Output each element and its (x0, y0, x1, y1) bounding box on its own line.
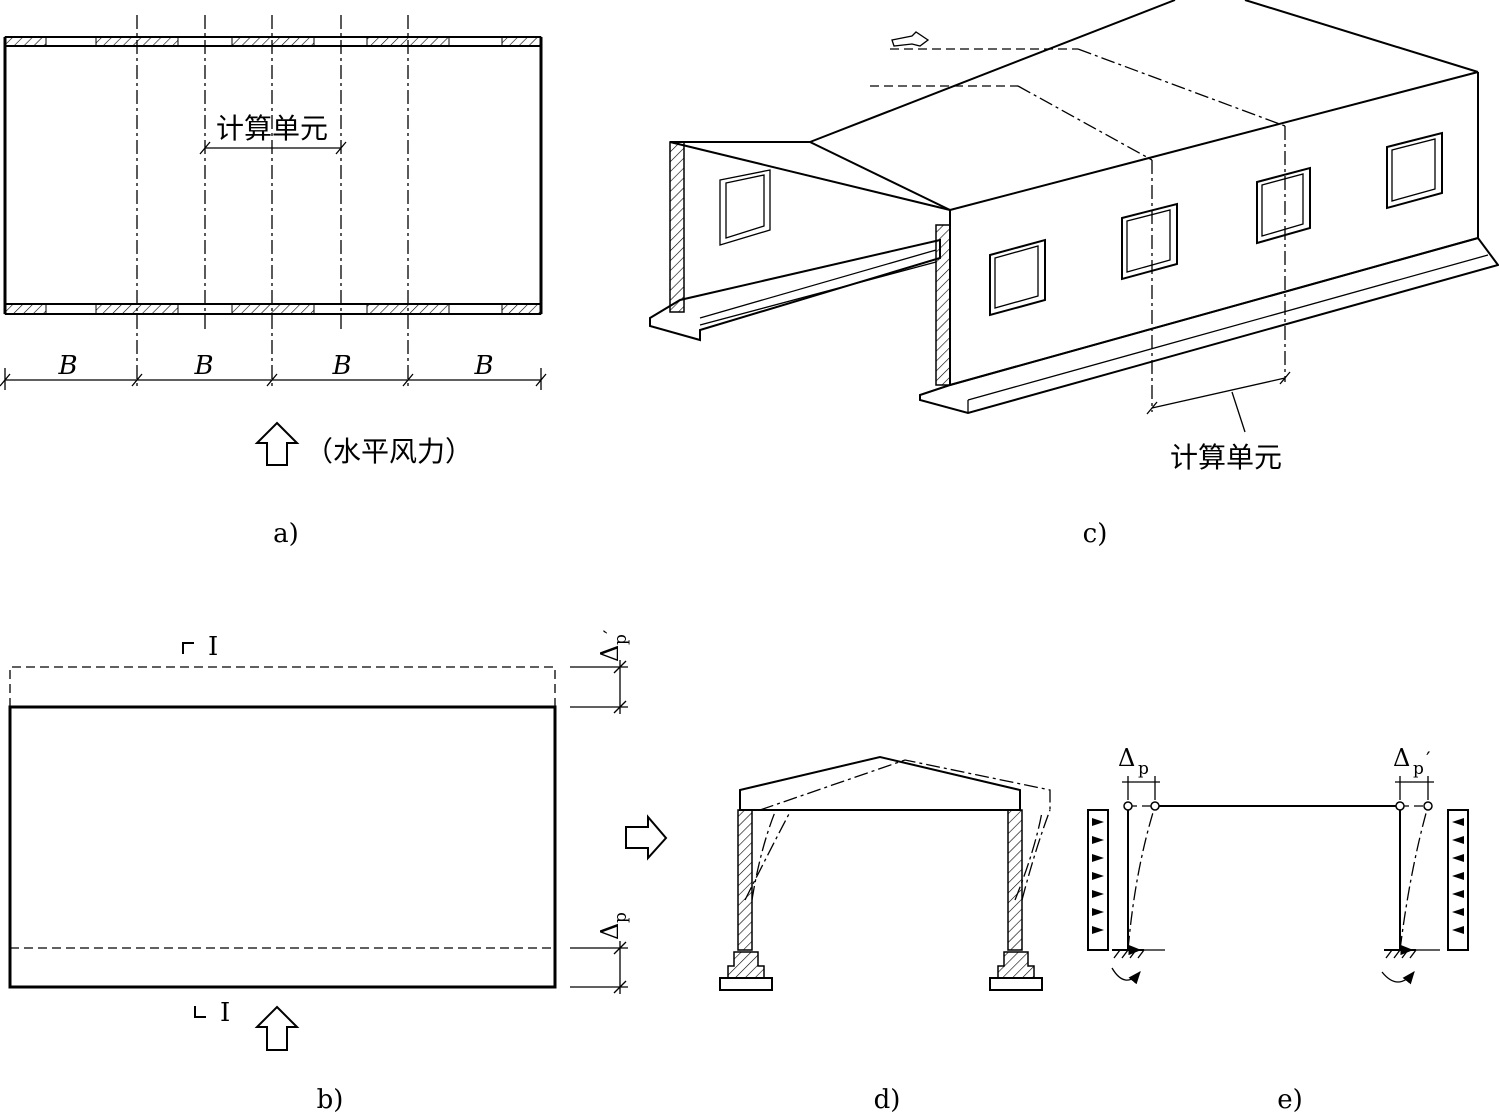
hinge-icon (1123, 801, 1133, 811)
section-mark-bottom (194, 1006, 206, 1018)
bay-label-4: B (473, 351, 493, 381)
fixed-support-left (1111, 944, 1165, 985)
caption-d: d) (874, 1085, 901, 1115)
hinge-icon (1150, 801, 1160, 811)
calc-unit-lines (1146, 126, 1291, 433)
panel-b: I I Δ p ′ Δ p b) (8, 629, 631, 1115)
panel-c: 计算单元 c) (649, 0, 1499, 549)
delta-bottom-label: Δ p (596, 912, 631, 940)
wind-label: （水平风力） (305, 435, 473, 468)
caption-c: c) (1083, 519, 1108, 549)
delta-dimensions (570, 660, 628, 994)
wind-direction-icon (891, 31, 930, 47)
bay-label-1: B (57, 351, 77, 381)
unit-label: 计算单元 (216, 112, 328, 145)
calc-unit-label: 计算单元 (1170, 441, 1282, 474)
panel-e: Δ p Δ p ′ (1087, 744, 1469, 1115)
wind-load-right (1447, 809, 1469, 951)
wind-load-left (1087, 809, 1109, 951)
long-wall (919, 72, 1499, 415)
right-column (1007, 809, 1023, 951)
left-column (737, 809, 753, 951)
svg-text:Δ: Δ (596, 923, 624, 940)
top-wall (4, 36, 542, 47)
delta-top-label: Δ p ′ (596, 629, 631, 662)
delta-left-label: Δ p (1118, 744, 1149, 779)
section-label-bottom: I (220, 998, 230, 1028)
svg-text:Δ: Δ (1118, 744, 1135, 772)
wind-arrow-icon (254, 421, 300, 466)
bay-dimension (0, 368, 547, 390)
hinge-icon (1423, 801, 1433, 811)
section-label-top: I (208, 632, 218, 662)
svg-text:p: p (611, 912, 631, 923)
svg-text:p: p (1138, 759, 1149, 779)
roof (669, 0, 1479, 211)
bay-label-3: B (331, 351, 351, 381)
caption-e: e) (1277, 1085, 1303, 1115)
svg-text:Δ: Δ (596, 645, 624, 662)
hinge-icon (1395, 801, 1405, 811)
transform-arrow-icon (625, 814, 668, 861)
svg-text:′: ′ (1426, 747, 1431, 771)
roof-truss (739, 755, 1021, 811)
delta-right-label: Δ p ′ (1393, 744, 1431, 779)
deformed-roof (759, 759, 1051, 811)
bay-label-2: B (193, 351, 213, 381)
caption-b: b) (317, 1085, 344, 1115)
svg-text:Δ: Δ (1393, 744, 1410, 772)
deformed-top (9, 666, 556, 707)
svg-text:p: p (611, 634, 631, 645)
roof-plan-rect (8, 705, 557, 989)
panel-d: d) (719, 755, 1051, 1115)
bottom-wall (4, 303, 542, 315)
caption-a: a) (273, 519, 299, 549)
wind-arrow-b-icon (254, 1005, 300, 1051)
bay-axis-lines (136, 15, 409, 390)
fixed-support-right (1381, 944, 1440, 985)
svg-text:p: p (1413, 759, 1424, 779)
svg-text:′: ′ (599, 629, 623, 634)
section-mark-top (182, 642, 194, 654)
foundations (719, 951, 1043, 991)
panel-a: 计算单元 B B B B （水平风力） a) (0, 15, 547, 549)
gable-end (649, 141, 951, 386)
